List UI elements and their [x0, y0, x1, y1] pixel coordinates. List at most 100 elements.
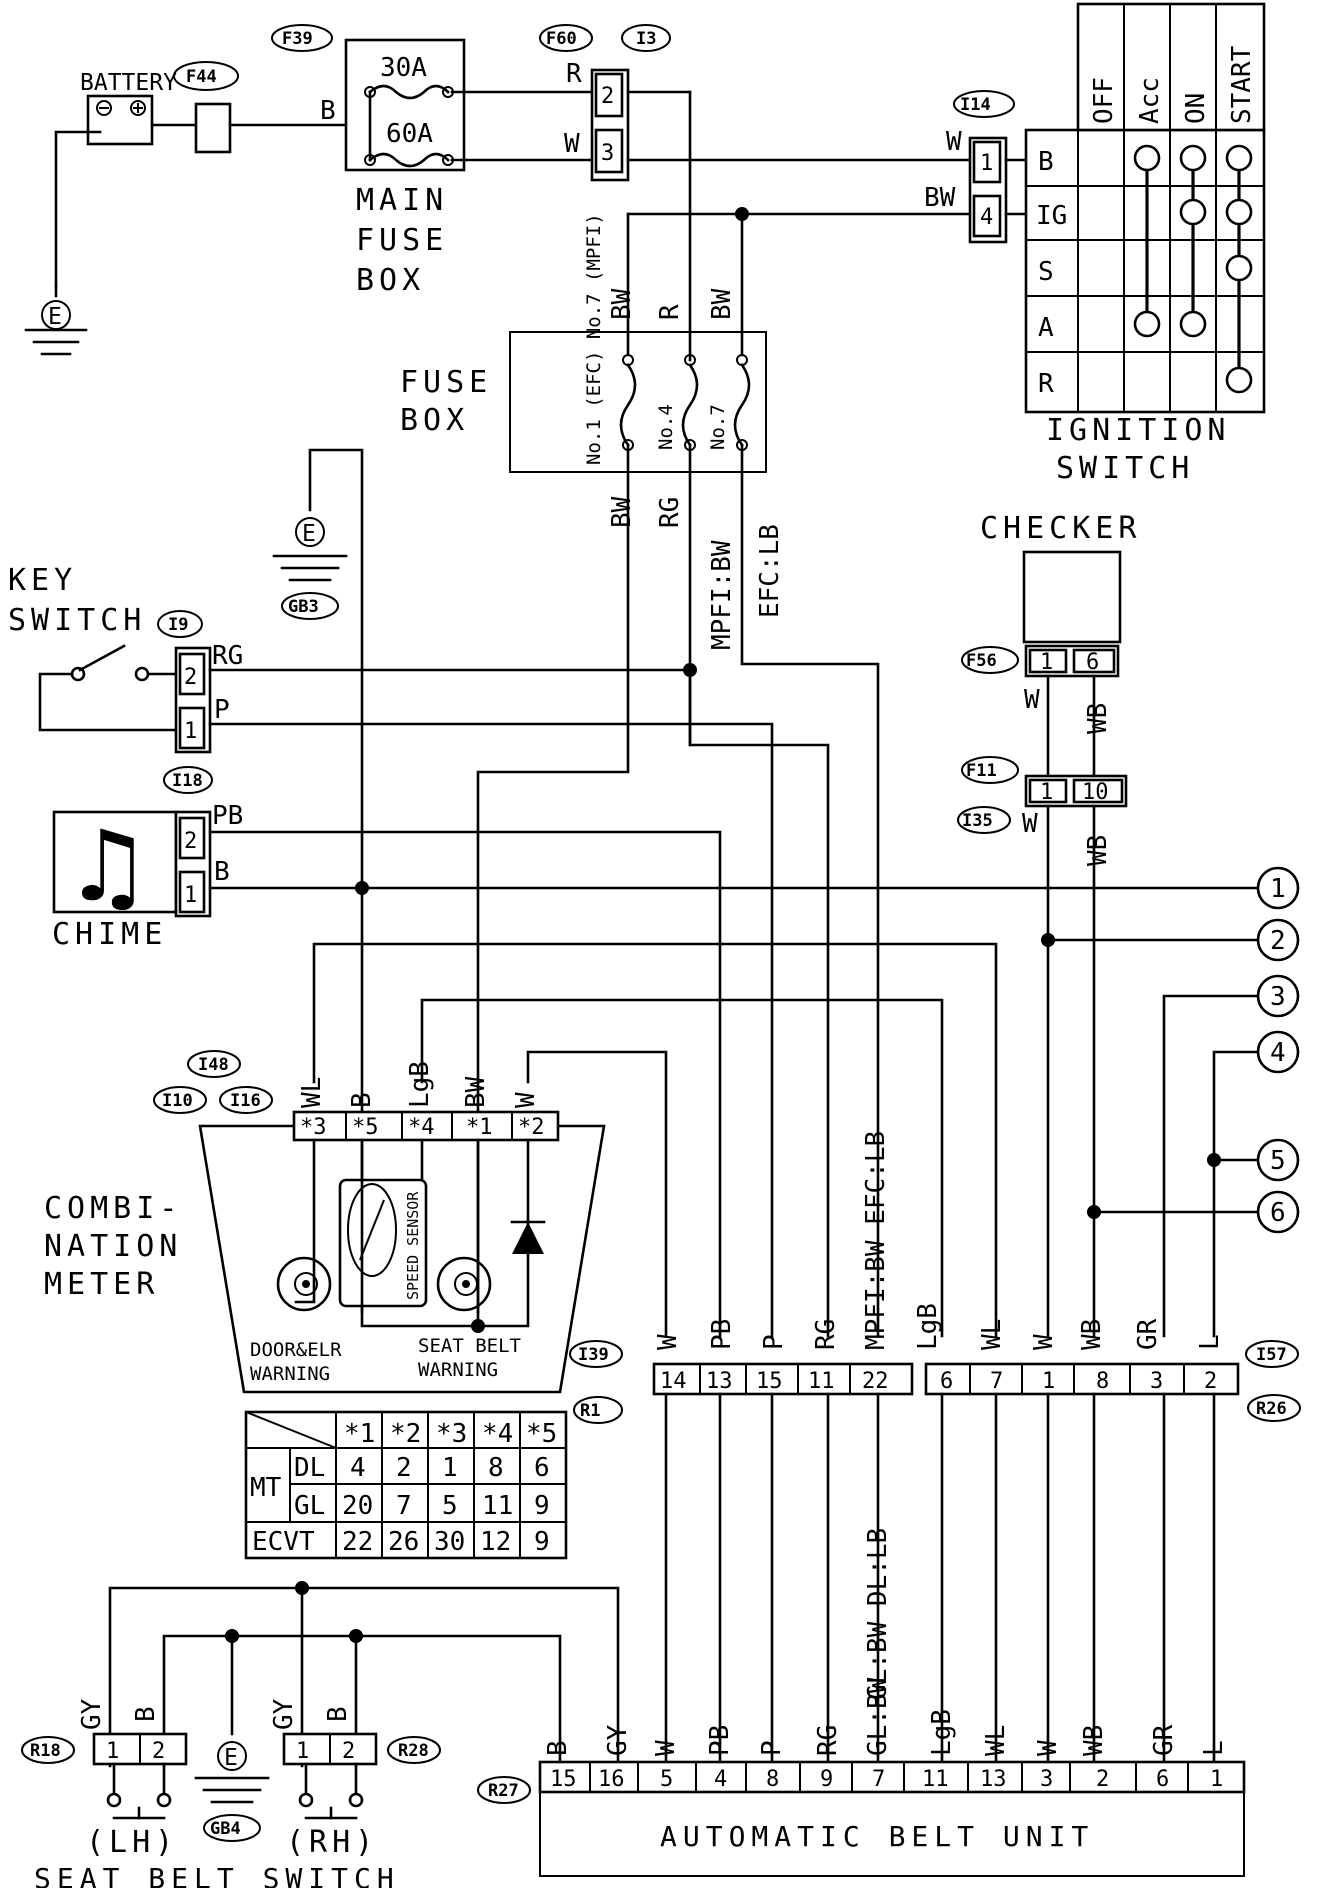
ground-symbol-battery: E — [24, 284, 88, 356]
svg-text:GR: GR — [1149, 1724, 1179, 1756]
svg-text:*3: *3 — [300, 1115, 327, 1140]
svg-text:B: B — [347, 1092, 377, 1108]
svg-text:2: 2 — [152, 1739, 165, 1764]
svg-text:7: 7 — [990, 1369, 1003, 1394]
connector-f60-i3-body: 2 3 — [590, 68, 630, 182]
svg-text:1: 1 — [442, 1453, 458, 1483]
svg-text:SEAT BELT: SEAT BELT — [418, 1335, 521, 1357]
svg-text:SWITCH: SWITCH — [8, 603, 146, 638]
main-fuse-30a: 30A — [380, 53, 427, 83]
svg-text:IG: IG — [1036, 201, 1067, 231]
svg-text:RG: RG — [655, 497, 685, 528]
svg-text:EFC:LB: EFC:LB — [755, 524, 785, 618]
svg-text:OFF: OFF — [1089, 77, 1119, 124]
svg-text:*4: *4 — [408, 1115, 435, 1140]
svg-text:2: 2 — [1204, 1369, 1217, 1394]
svg-text:30: 30 — [434, 1527, 465, 1557]
svg-text:*1: *1 — [466, 1115, 493, 1140]
fusible-link — [194, 102, 232, 154]
svg-text:GY: GY — [603, 1724, 633, 1756]
svg-text:W: W — [564, 129, 580, 159]
svg-text:3: 3 — [1040, 1767, 1053, 1792]
svg-text:9: 9 — [534, 1491, 550, 1521]
connector-f39: F39 — [282, 29, 313, 49]
svg-text:*5: *5 — [352, 1115, 379, 1140]
battery: BATTERY — [80, 70, 177, 146]
svg-text:FUSE: FUSE — [400, 365, 492, 400]
connector-i57: I57 — [1256, 1345, 1287, 1365]
svg-text:P: P — [757, 1740, 787, 1756]
svg-text:1: 1 — [184, 719, 197, 744]
connector-r18-body: 1 2 — [92, 1732, 188, 1766]
connector-i9: I9 — [168, 615, 188, 635]
music-note-icon: ♫ — [64, 810, 152, 924]
svg-text:RG: RG — [813, 1725, 843, 1756]
svg-text:3: 3 — [1150, 1369, 1163, 1394]
svg-text:12: 12 — [480, 1527, 511, 1557]
svg-text:DOOR&ELR: DOOR&ELR — [250, 1339, 342, 1361]
svg-text:COMBI-: COMBI- — [44, 1191, 182, 1226]
svg-text:A: A — [1038, 313, 1054, 343]
svg-text:1: 1 — [1210, 1767, 1223, 1792]
svg-text:6: 6 — [534, 1453, 550, 1483]
connector-f56-body: 1 6 — [1024, 644, 1120, 678]
svg-text:8: 8 — [488, 1453, 504, 1483]
connector-r28-body: 1 2 — [282, 1732, 378, 1766]
svg-text:*4: *4 — [482, 1419, 513, 1449]
svg-text:*2: *2 — [518, 1115, 545, 1140]
connector-i16: I16 — [230, 1091, 261, 1111]
svg-text:R: R — [1038, 369, 1054, 399]
connector-i14: I14 — [960, 95, 991, 115]
svg-text:WB: WB — [1083, 703, 1113, 734]
connector-r1: R1 — [580, 1401, 600, 1421]
svg-text:WB: WB — [1079, 1725, 1109, 1756]
svg-text:B: B — [320, 96, 336, 126]
door-elr-warning-lamp — [276, 1256, 332, 1312]
svg-text:11: 11 — [482, 1491, 513, 1521]
connector-i18-body: 2 1 — [174, 810, 212, 918]
svg-text:15: 15 — [756, 1369, 783, 1394]
svg-text:FUSE: FUSE — [356, 223, 448, 258]
svg-text:SPEED SENSOR: SPEED SENSOR — [404, 1191, 422, 1300]
svg-text:8: 8 — [766, 1767, 779, 1792]
svg-text:WL: WL — [977, 1319, 1007, 1350]
svg-text:MPFI:BW: MPFI:BW — [707, 540, 737, 650]
svg-text:2: 2 — [601, 84, 614, 109]
svg-text:BW: BW — [461, 1076, 491, 1108]
svg-text:*1: *1 — [344, 1419, 375, 1449]
svg-text:6: 6 — [1086, 650, 1099, 675]
svg-text:E: E — [224, 1745, 238, 1771]
svg-text:11: 11 — [808, 1369, 835, 1394]
svg-text:GY: GY — [77, 1698, 107, 1730]
svg-text:(RH): (RH) — [286, 1825, 378, 1860]
svg-text:3: 3 — [601, 141, 614, 166]
svg-text:NATION: NATION — [44, 1229, 182, 1264]
connector-r27: R27 — [488, 1781, 519, 1801]
seat-belt-switch-lh — [106, 1762, 172, 1820]
seat-belt-warning-lamp — [436, 1256, 492, 1312]
svg-text:WARNING: WARNING — [418, 1359, 498, 1381]
fuse-label-1: No.1 (EFC) No.7 (MPFI) — [583, 213, 605, 465]
svg-text:P: P — [759, 1334, 789, 1350]
svg-text:P: P — [214, 695, 230, 725]
chime: ♫ — [52, 810, 178, 924]
svg-text:B: B — [323, 1706, 353, 1722]
main-fuse-box: 30A 60A — [344, 38, 466, 172]
svg-text:GR: GR — [1133, 1318, 1163, 1350]
automatic-belt-unit-label: AUTOMATIC BELT UNIT — [660, 1820, 1094, 1853]
svg-text:R: R — [566, 59, 582, 89]
svg-text:22: 22 — [342, 1527, 373, 1557]
svg-text:10: 10 — [1082, 780, 1109, 805]
svg-text:5: 5 — [1270, 1146, 1286, 1176]
svg-text:W: W — [651, 1740, 681, 1756]
battery-label: BATTERY — [80, 70, 177, 96]
svg-text:BW: BW — [607, 496, 637, 528]
seat-belt-switch-label: SEAT BELT SWITCH — [34, 1862, 400, 1888]
svg-text:W: W — [1022, 809, 1038, 839]
svg-text:W: W — [1029, 1334, 1059, 1350]
svg-text:11: 11 — [922, 1767, 949, 1792]
svg-text:(LH): (LH) — [86, 1825, 178, 1860]
svg-text:GY: GY — [269, 1698, 299, 1730]
connector-r28: R28 — [398, 1741, 429, 1761]
